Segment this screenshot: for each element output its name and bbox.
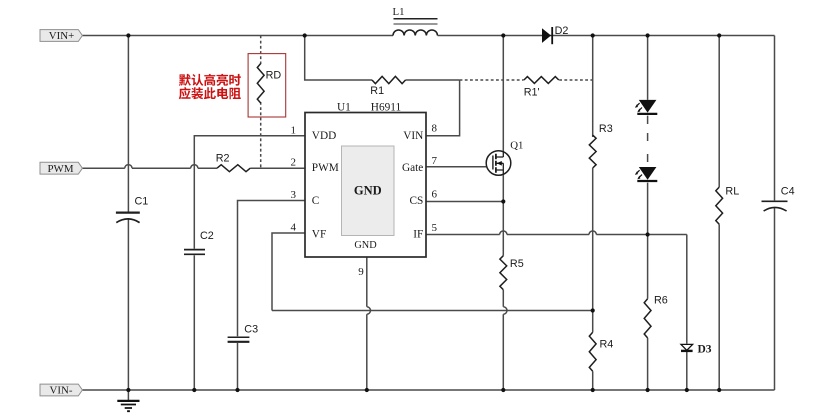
svg-text:PWM: PWM — [47, 163, 73, 175]
svg-text:R3: R3 — [599, 123, 613, 135]
svg-text:R6: R6 — [654, 295, 668, 307]
svg-text:R1: R1 — [370, 85, 384, 97]
svg-text:H6911: H6911 — [371, 102, 401, 114]
svg-text:2: 2 — [291, 157, 297, 169]
svg-text:U1: U1 — [337, 102, 351, 114]
svg-text:C2: C2 — [200, 230, 214, 242]
svg-text:8: 8 — [432, 123, 438, 135]
svg-text:VIN+: VIN+ — [49, 30, 75, 42]
svg-text:C3: C3 — [244, 323, 258, 335]
svg-text:RD: RD — [266, 70, 282, 82]
svg-text:R2: R2 — [216, 153, 230, 165]
svg-text:3: 3 — [291, 189, 297, 201]
svg-text:C: C — [312, 195, 320, 207]
svg-text:6: 6 — [432, 189, 438, 201]
svg-text:5: 5 — [432, 222, 438, 234]
svg-text:VIN-: VIN- — [50, 385, 73, 397]
svg-text:R4: R4 — [600, 339, 614, 351]
svg-text:Q1: Q1 — [510, 139, 523, 151]
svg-text:PWM: PWM — [312, 162, 339, 174]
svg-text:7: 7 — [432, 155, 438, 167]
svg-text:R5: R5 — [510, 258, 524, 270]
svg-text:C1: C1 — [135, 195, 149, 207]
svg-text:GND: GND — [354, 240, 377, 251]
svg-text:R1': R1' — [524, 87, 540, 99]
svg-text:D2: D2 — [555, 25, 569, 37]
svg-text:GND: GND — [354, 184, 382, 198]
svg-text:9: 9 — [358, 266, 364, 278]
svg-text:Gate: Gate — [402, 162, 423, 174]
svg-text:L1: L1 — [393, 6, 405, 18]
svg-text:D3: D3 — [698, 344, 712, 356]
svg-text:IF: IF — [413, 229, 423, 241]
svg-text:RL: RL — [725, 186, 739, 198]
svg-text:VIN: VIN — [403, 130, 423, 142]
svg-text:CS: CS — [409, 195, 423, 207]
svg-text:VDD: VDD — [312, 130, 336, 142]
svg-text:C4: C4 — [781, 186, 795, 198]
svg-text:1: 1 — [291, 124, 297, 136]
svg-text:VF: VF — [312, 229, 326, 241]
svg-text:4: 4 — [291, 222, 297, 234]
